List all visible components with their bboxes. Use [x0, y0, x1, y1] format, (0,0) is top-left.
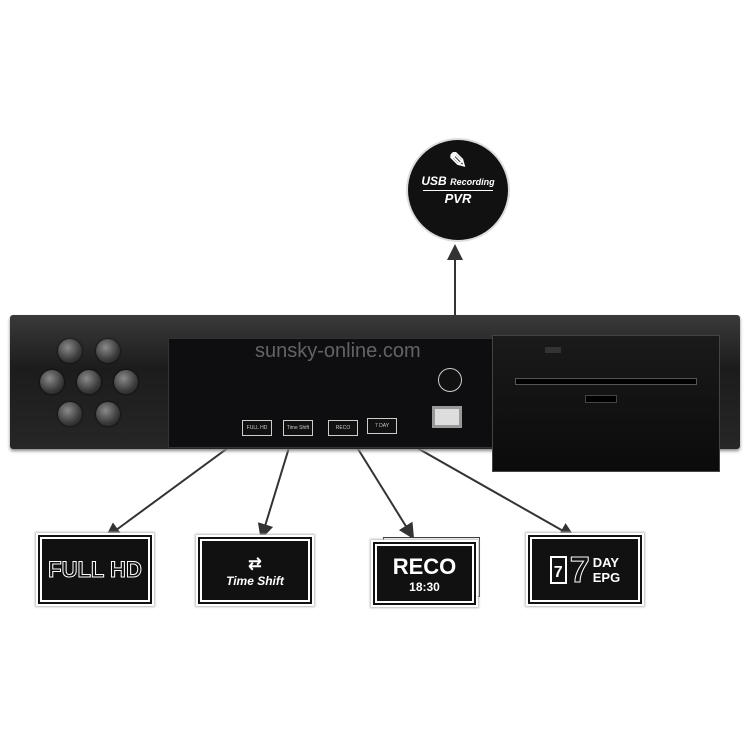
- front-button[interactable]: [114, 370, 138, 394]
- epg-seven: 7: [569, 548, 590, 590]
- epg-label: EPG: [592, 569, 621, 585]
- usb-recording-pvr-badge: ✎ USB Recording PVR: [408, 140, 508, 240]
- front-button[interactable]: [77, 370, 101, 394]
- front-button[interactable]: [96, 402, 120, 426]
- pvr-mini-icon: [438, 368, 462, 392]
- calendar-icon: 7: [549, 555, 567, 584]
- watermark: sunsky-online.com: [255, 340, 421, 362]
- usb-label: USB: [421, 174, 447, 188]
- card-slot: [515, 378, 697, 385]
- mini-full-hd: FULL HD: [242, 420, 272, 436]
- door-latch: [545, 347, 561, 353]
- full-hd-badge: FULL HD: [38, 535, 152, 604]
- pvr-label: PVR: [423, 190, 493, 206]
- front-button[interactable]: [58, 339, 82, 363]
- front-button[interactable]: [58, 402, 82, 426]
- mini-time-shift: Time Shift: [283, 420, 313, 436]
- reco-time: 18:30: [409, 579, 440, 594]
- time-shift-arrows-icon: ⇄: [248, 555, 262, 573]
- time-shift-label: Time Shift: [226, 573, 284, 588]
- time-shift-badge: ⇄ Time Shift: [198, 537, 312, 604]
- recording-label: Recording: [450, 177, 495, 187]
- reco-badge: RECO 18:30: [373, 542, 476, 605]
- front-button[interactable]: [40, 370, 64, 394]
- usb-port[interactable]: [432, 406, 462, 428]
- epg-badge: 7 7 DAY EPG: [528, 535, 642, 604]
- small-slot: [585, 395, 617, 403]
- card-slot-door[interactable]: [492, 335, 720, 472]
- mini-reco: RECO: [328, 420, 358, 436]
- full-hd-label: FULL HD: [48, 556, 143, 582]
- front-button[interactable]: [96, 339, 120, 363]
- epg-day-label: DAY: [592, 554, 619, 570]
- reco-label: RECO: [392, 553, 457, 579]
- usb-stick-icon: ✎: [448, 148, 468, 173]
- mini-epg: 7 DAY: [367, 418, 397, 434]
